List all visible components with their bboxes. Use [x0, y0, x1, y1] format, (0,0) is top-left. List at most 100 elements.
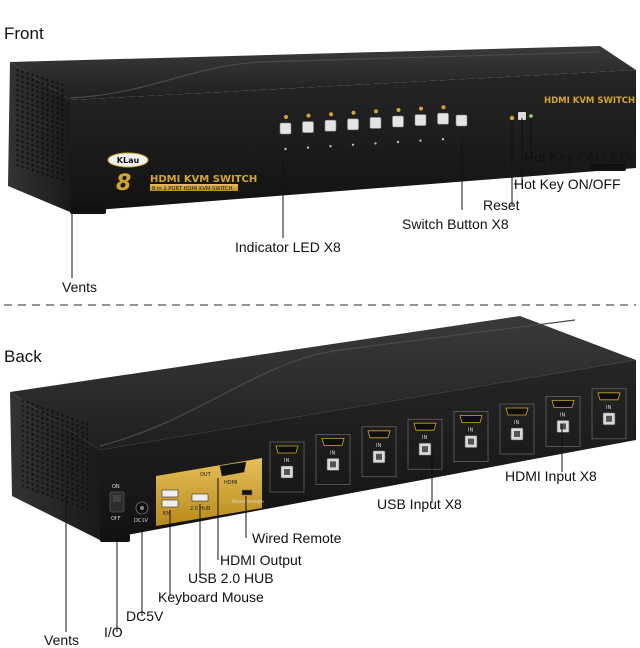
front-top-groove — [69, 51, 601, 99]
callout-usb-hub: USB 2.0 HUB — [188, 570, 274, 586]
front-foot-right — [590, 164, 626, 171]
input-port-frame-7 — [545, 396, 581, 447]
panel-model: HDMI KVM SWITCH — [150, 174, 257, 185]
callout-usb-input: USB Input X8 — [377, 496, 462, 512]
input-port-frame-2 — [315, 434, 351, 485]
switch-button-2[interactable] — [302, 121, 314, 133]
usb-km-port-2[interactable] — [161, 499, 179, 508]
switch-button-8[interactable] — [437, 112, 449, 125]
input-port-group: IN IN IN IN IN IN IN IN — [269, 388, 627, 493]
hdmi-input-port-1[interactable] — [275, 445, 299, 454]
switch-button-5[interactable] — [369, 117, 382, 129]
hotkey-led — [529, 114, 533, 118]
back-top-surface — [10, 316, 636, 450]
usb-km-port-1[interactable] — [161, 489, 179, 498]
button-marker-8 — [441, 138, 445, 141]
panel-number: 8 — [116, 171, 131, 196]
callout-switch-button: Switch Button X8 — [402, 216, 509, 232]
usb-input-port-core-4 — [422, 446, 428, 453]
callout-io: I/O — [104, 624, 123, 640]
port-in-label-7: IN — [560, 412, 565, 418]
out-label: OUT — [200, 472, 212, 478]
usb-input-port-core-6 — [514, 431, 520, 437]
port-in-label-1: IN — [284, 458, 289, 464]
model-badge: HDMI KVM SWITCH — [544, 96, 635, 106]
front-callout-lines — [71, 118, 532, 278]
hdmi-input-port-4[interactable] — [413, 422, 437, 431]
button-marker-7 — [419, 139, 422, 142]
button-marker-4 — [351, 143, 355, 146]
port-in-label-5: IN — [468, 428, 473, 434]
usb-input-port-core-7 — [560, 423, 566, 430]
callout-keyboard-mouse: Keyboard Mouse — [158, 589, 264, 605]
power-switch-rocker — [113, 495, 121, 502]
front-face — [70, 70, 636, 212]
port-in-label-4: IN — [422, 435, 427, 441]
scan-button[interactable] — [455, 114, 468, 127]
indicator-led-1 — [284, 115, 288, 119]
brand-logo-text: KLau — [117, 156, 140, 165]
front-section-title: Front — [4, 24, 44, 43]
button-marker-5 — [374, 142, 377, 145]
callout-front-vents: Vents — [62, 279, 98, 295]
panel-subtitle-bar — [150, 184, 238, 191]
brand-logo — [107, 152, 149, 168]
usb-km-label: KM — [163, 511, 171, 517]
button-marker-6 — [396, 140, 400, 144]
callout-reset: Reset — [483, 197, 520, 213]
input-port-frame-8 — [591, 388, 627, 440]
indicator-led-2 — [306, 113, 311, 118]
front-left-vents — [14, 66, 64, 183]
hdmi-input-port-8[interactable] — [597, 392, 621, 401]
hdmi-input-port-3[interactable] — [367, 430, 391, 439]
reset-button[interactable] — [509, 115, 515, 121]
usb-hub-port[interactable] — [191, 493, 209, 502]
dc-jack-label: DC5V — [134, 518, 149, 524]
wired-remote-port-label: Wired Remote — [232, 499, 264, 505]
wired-remote-port[interactable] — [241, 489, 253, 496]
switch-button-3[interactable] — [324, 119, 337, 132]
hdmi-input-port-7[interactable] — [551, 399, 575, 408]
output-panel — [156, 458, 262, 526]
callout-hotkey-led: Hot Key ON LED — [524, 149, 630, 165]
input-port-frame-4 — [407, 418, 443, 470]
back-device: ON OFF DC5V KM 2.0 HUB OUT HDMI Wired Re… — [10, 316, 636, 542]
port-in-label-6: IN — [514, 420, 519, 426]
front-device: KLau 8 HDMI KVM SWITCH 8 in 1 PORT HDMI … — [8, 46, 636, 214]
usb-input-port-core-3 — [376, 453, 382, 460]
switch-button-6[interactable] — [392, 115, 404, 128]
hdmi-input-port-2[interactable] — [321, 437, 345, 446]
input-port-frame-5 — [453, 411, 489, 462]
hotkey-onoff-button[interactable] — [518, 112, 526, 120]
switch-button-1[interactable] — [279, 122, 292, 135]
indicator-led-5 — [374, 109, 378, 114]
callout-back-vents: Vents — [44, 632, 80, 648]
panel-subtitle: 8 in 1 PORT HDMI KVM SWITCH — [152, 186, 233, 192]
button-marker-1 — [284, 147, 287, 151]
hdmi-input-port-5[interactable] — [459, 415, 483, 424]
switch-button-group — [279, 105, 468, 151]
port-in-label-3: IN — [376, 443, 381, 449]
back-foot-left — [100, 534, 130, 542]
hdmi-output-port[interactable] — [219, 461, 247, 477]
callout-indicator-led: Indicator LED X8 — [235, 239, 341, 255]
switch-button-4[interactable] — [347, 118, 359, 131]
indicator-led-4 — [351, 110, 356, 115]
usb-input-port-core-1 — [284, 469, 290, 475]
usb-input-port-core-5 — [468, 438, 474, 445]
input-port-frame-1 — [269, 441, 305, 493]
callout-hdmi-output: HDMI Output — [220, 552, 302, 568]
port-in-label-2: IN — [330, 450, 335, 456]
hdmi-input-port-6[interactable] — [505, 407, 529, 416]
switch-button-7[interactable] — [414, 114, 427, 126]
indicator-led-7 — [419, 106, 423, 111]
front-foot-left — [70, 206, 106, 214]
button-marker-2 — [306, 146, 310, 149]
indicator-led-6 — [396, 108, 401, 112]
back-section-title: Back — [4, 347, 42, 366]
power-on-label: ON — [112, 484, 120, 490]
indicator-led-8 — [441, 105, 446, 110]
dc-jack-pin — [140, 506, 144, 510]
port-in-label-8: IN — [606, 405, 611, 411]
